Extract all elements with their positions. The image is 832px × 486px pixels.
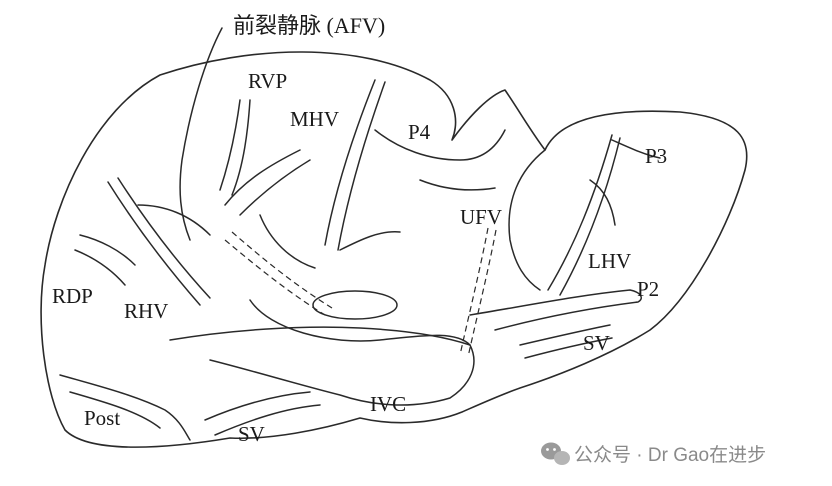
rdp-branch: [74, 234, 136, 286]
label-p3: P3: [645, 144, 667, 168]
sv-bottom-branch: [204, 391, 321, 436]
sv-right-branch: [519, 324, 613, 359]
ivc-vessel: [169, 326, 475, 406]
label-lhv: LHV: [588, 249, 631, 273]
rhv-vein: [107, 177, 211, 306]
label-post: Post: [84, 406, 120, 430]
label-mhv: MHV: [290, 107, 339, 131]
label-p4: P4: [408, 120, 431, 144]
label-rvp: RVP: [248, 69, 287, 93]
mhv-vein: [224, 79, 401, 269]
afv-dashed: [224, 231, 333, 316]
wechat-icon: [541, 442, 570, 465]
ufv-dashed: [459, 227, 497, 358]
p2-branch: [469, 289, 642, 331]
label-ivc: IVC: [370, 392, 406, 416]
watermark-text: 公众号 · Dr Gao在进步: [574, 444, 766, 466]
post-branch: [59, 374, 191, 441]
portal-ellipse: [312, 290, 398, 320]
lhv-vein: [547, 134, 661, 296]
label-p2: P2: [637, 277, 659, 301]
label-rdp: RDP: [52, 284, 93, 308]
caudate-lobe-contour: [249, 299, 471, 346]
label-ufv: UFV: [460, 205, 502, 229]
p4-branch: [374, 129, 506, 191]
label-sv-right: SV: [583, 331, 610, 355]
rvp-vein: [219, 99, 251, 196]
left-lobe-boundary: [508, 149, 546, 291]
liver-outline: [40, 51, 748, 448]
label-rhv: RHV: [124, 299, 168, 323]
afv-title: 前裂静脉 (AFV): [233, 13, 385, 38]
label-sv-bottom: SV: [238, 422, 265, 446]
